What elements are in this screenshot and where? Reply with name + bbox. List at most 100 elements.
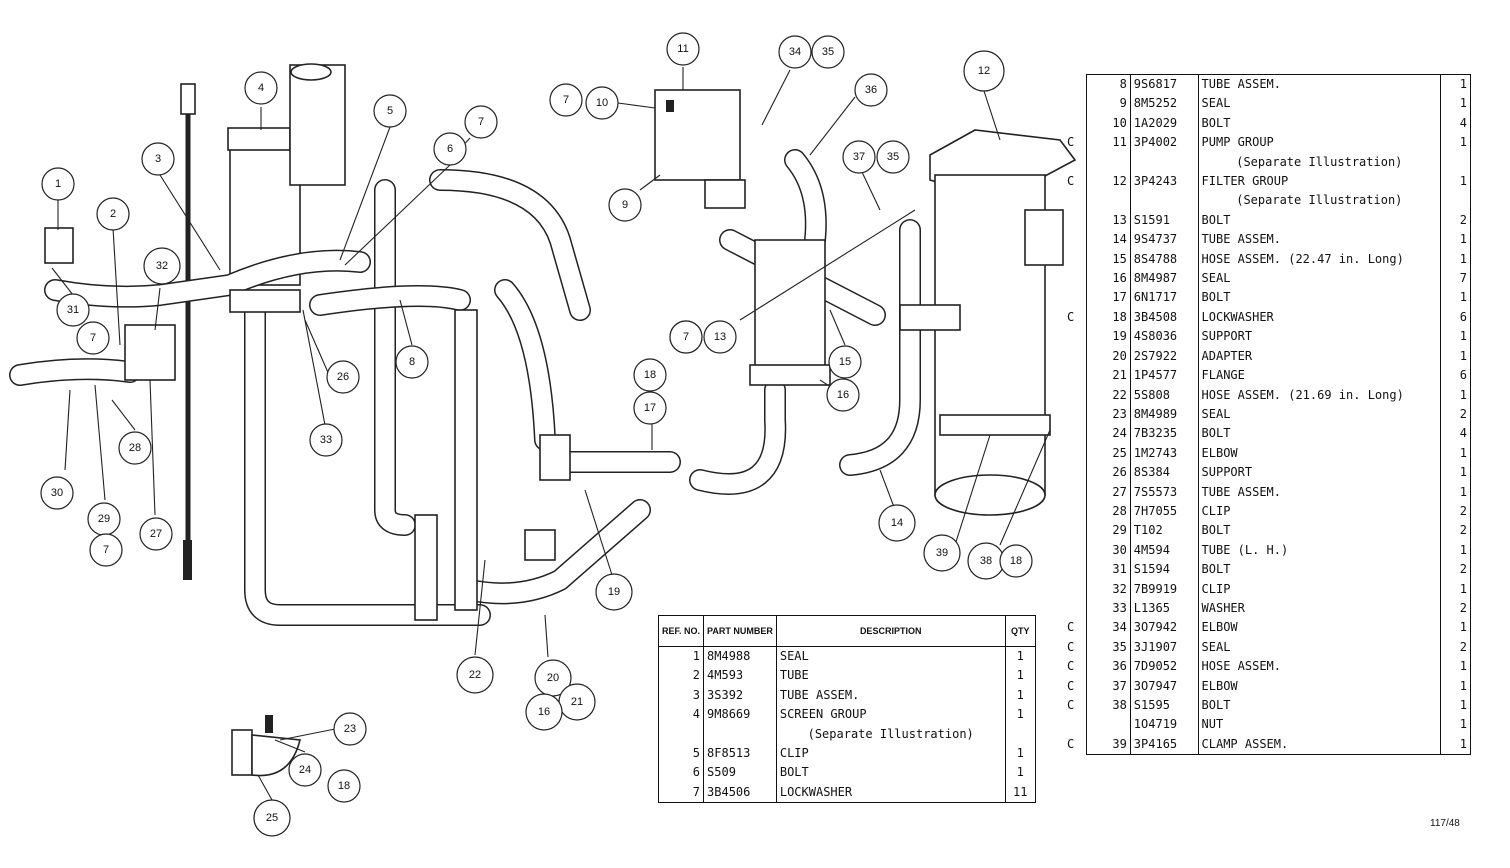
description-cell: TUBE ASSEM. bbox=[776, 685, 1006, 706]
qty-cell: 1 bbox=[1459, 717, 1467, 732]
ref-no-cell: 8 bbox=[1102, 74, 1131, 95]
change-marker: C bbox=[1067, 678, 1075, 693]
description-cell: TUBE bbox=[776, 666, 1006, 686]
description-cell: SEAL bbox=[1198, 94, 1442, 114]
svg-text:18: 18 bbox=[1010, 555, 1022, 567]
ref-no-cell bbox=[1102, 715, 1131, 735]
svg-text:14: 14 bbox=[891, 517, 903, 529]
callout-14: 14 bbox=[878, 504, 916, 542]
part-number-cell: 1O4719 bbox=[1130, 715, 1199, 735]
svg-text:2: 2 bbox=[110, 208, 116, 220]
qty-cell: 1 bbox=[1459, 96, 1467, 111]
ref-no-cell: 15 bbox=[1102, 249, 1131, 270]
svg-text:19: 19 bbox=[608, 586, 620, 598]
callout-28: 28 bbox=[118, 431, 152, 465]
part-number-cell: 7B9919 bbox=[1130, 579, 1199, 599]
svg-text:36: 36 bbox=[865, 84, 877, 96]
callout-5: 5 bbox=[373, 94, 407, 128]
callout-27: 27 bbox=[139, 517, 173, 551]
callout-19: 19 bbox=[595, 573, 633, 611]
svg-text:33: 33 bbox=[320, 434, 332, 446]
svg-text:12: 12 bbox=[978, 65, 990, 77]
change-marker-cell bbox=[1087, 521, 1103, 540]
description-cell: CLAMP ASSEM. bbox=[1198, 734, 1442, 755]
callout-22: 22 bbox=[456, 656, 494, 694]
qty-cell: 1 bbox=[1459, 484, 1467, 499]
dipstick-gauge bbox=[180, 83, 196, 580]
change-marker-cell bbox=[1087, 580, 1103, 599]
header-ref-no: REF. NO. bbox=[657, 615, 705, 647]
ref-no-cell bbox=[1102, 152, 1131, 173]
change-marker-cell bbox=[1087, 463, 1103, 482]
svg-text:15: 15 bbox=[839, 356, 851, 368]
table-header: REF. NO. PART NUMBER DESCRIPTION QTY bbox=[657, 615, 1037, 647]
svg-text:16: 16 bbox=[837, 389, 849, 401]
ref-no-cell: 39 bbox=[1102, 734, 1131, 755]
ref-no-cell: 1 bbox=[658, 646, 705, 667]
part-number-cell: 5S808 bbox=[1130, 385, 1199, 405]
ref-no-cell: 20 bbox=[1102, 346, 1131, 367]
change-marker-cell bbox=[1087, 288, 1103, 307]
ref-no-cell: 36 bbox=[1102, 657, 1131, 677]
description-cell: BOLT bbox=[1198, 521, 1442, 541]
change-marker-cell: C bbox=[1067, 133, 1103, 152]
qty-cell: 1 bbox=[1459, 329, 1467, 344]
change-marker-cell bbox=[1087, 347, 1103, 366]
table-row: (Separate Illustration) bbox=[1087, 191, 1471, 211]
description-cell: (Separate Illustration) bbox=[1198, 191, 1442, 211]
ref-no-cell: 4 bbox=[658, 705, 705, 725]
header-qty: QTY bbox=[1004, 615, 1037, 647]
callout-8: 8 bbox=[395, 345, 429, 379]
part-number-cell: 3B4508 bbox=[1130, 307, 1199, 328]
svg-text:17: 17 bbox=[644, 402, 656, 414]
qty-cell: 2 bbox=[1459, 503, 1467, 518]
ref-no-cell: 17 bbox=[1102, 288, 1131, 308]
part-number-cell: 8M4987 bbox=[1130, 269, 1199, 289]
qty-cell: 6 bbox=[1459, 309, 1467, 324]
table-row: (Separate Illustration) bbox=[658, 724, 1036, 745]
callout-7: 7 bbox=[76, 321, 110, 355]
description-cell: SUPPORT bbox=[1198, 327, 1442, 347]
description-cell: BOLT bbox=[1198, 113, 1442, 134]
ref-no-cell: 26 bbox=[1102, 463, 1131, 483]
change-marker-cell: C bbox=[1067, 735, 1103, 755]
callout-10: 10 bbox=[585, 86, 619, 120]
callout-balloons: 1 2 3 4 5 6 7 7 8 7 10 9 11 34 35 36 37 … bbox=[40, 32, 1033, 837]
callout-18: 18 bbox=[327, 769, 361, 803]
part-number-cell bbox=[1130, 191, 1199, 211]
ref-no-cell: 25 bbox=[1102, 443, 1131, 464]
ref-no-cell: 23 bbox=[1102, 404, 1131, 425]
svg-text:9: 9 bbox=[622, 199, 628, 211]
svg-text:23: 23 bbox=[344, 723, 356, 735]
svg-text:22: 22 bbox=[469, 669, 481, 681]
ref-no-cell: 11 bbox=[1102, 133, 1131, 153]
part-number-cell: 8S384 bbox=[1130, 463, 1199, 483]
part-number-cell: 1M2743 bbox=[1130, 443, 1199, 464]
description-cell: SEAL bbox=[1198, 404, 1442, 425]
change-marker: C bbox=[1067, 698, 1075, 712]
part-number-cell: 3P4165 bbox=[1130, 734, 1199, 755]
part-number-cell: 9S6817 bbox=[1130, 74, 1199, 95]
qty-cell: 4 bbox=[1459, 115, 1467, 130]
ref-no-cell: 28 bbox=[1102, 501, 1131, 522]
svg-text:35: 35 bbox=[887, 151, 899, 163]
callout-13: 13 bbox=[703, 320, 737, 354]
ref-no-cell: 19 bbox=[1102, 327, 1131, 347]
svg-text:29: 29 bbox=[98, 513, 110, 525]
description-cell: LOCKWASHER bbox=[776, 782, 1006, 803]
change-marker-cell bbox=[1087, 75, 1103, 95]
part-number-cell: 6N1717 bbox=[1130, 288, 1199, 308]
part-number-cell: 8M4988 bbox=[703, 646, 777, 667]
ref-no-cell: 9 bbox=[1102, 94, 1131, 114]
change-marker-cell bbox=[1087, 405, 1103, 424]
qty-cell bbox=[1441, 191, 1471, 210]
